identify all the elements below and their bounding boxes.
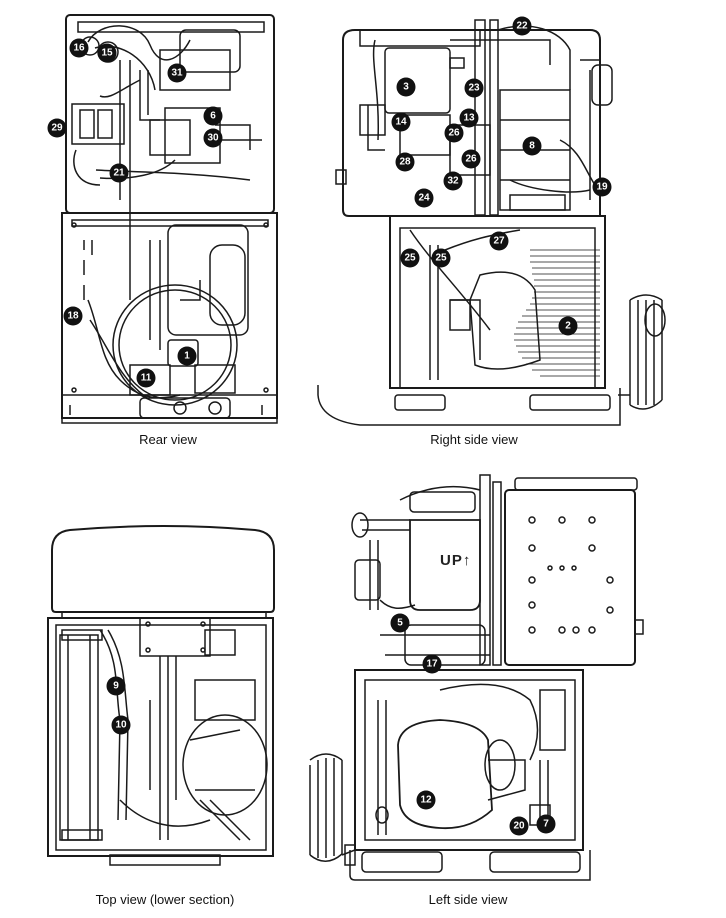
- rear-callout-11: 11: [136, 368, 156, 388]
- rear-callout-6: 6: [203, 106, 223, 126]
- top-callout-9: 9: [106, 676, 126, 696]
- left-callout-20: 20: [509, 816, 529, 836]
- top-view-caption: Top view (lower section): [95, 892, 235, 907]
- right-callout-19: 19: [592, 177, 612, 197]
- rear-callout-1: 1: [177, 346, 197, 366]
- up-decal: UP↑: [440, 552, 472, 569]
- top-view-panel: 9 10 Top view (lower section): [0, 460, 300, 918]
- rear-callout-21: 21: [109, 163, 129, 183]
- right-side-view-panel: 22 3 23 14 13 26 8 28 32 26 19 24 27 25 …: [300, 0, 726, 450]
- right-callout-26a: 26: [444, 123, 464, 143]
- top-callout-10: 10: [111, 715, 131, 735]
- rear-view-drawing: [61, 14, 278, 424]
- right-callout-3: 3: [396, 77, 416, 97]
- rear-callout-18: 18: [63, 306, 83, 326]
- right-callout-32: 32: [443, 171, 463, 191]
- left-callout-5: 5: [390, 613, 410, 633]
- right-callout-13: 13: [459, 108, 479, 128]
- left-callout-7: 7: [536, 814, 556, 834]
- right-callout-22: 22: [512, 16, 532, 36]
- right-callout-24: 24: [414, 188, 434, 208]
- rear-callout-16: 16: [69, 38, 89, 58]
- right-callout-25b: 25: [431, 248, 451, 268]
- right-callout-27: 27: [489, 231, 509, 251]
- rear-callout-29: 29: [47, 118, 67, 138]
- rear-callout-30: 30: [203, 128, 223, 148]
- left-callout-17: 17: [422, 654, 442, 674]
- left-callout-12: 12: [416, 790, 436, 810]
- right-callout-25a: 25: [400, 248, 420, 268]
- rear-view-panel: 16 15 31 6 29 30 21 18 1 11 Rear view: [0, 0, 290, 450]
- left-side-view-caption: Left side view: [428, 892, 508, 907]
- rear-view-caption: Rear view: [139, 432, 197, 447]
- rear-callout-31: 31: [167, 63, 187, 83]
- right-callout-2: 2: [558, 316, 578, 336]
- top-view-drawing: [47, 525, 275, 866]
- right-callout-14: 14: [391, 112, 411, 132]
- rear-callout-15: 15: [97, 43, 117, 63]
- left-side-view-panel: UP↑ 5 17 12 20 7 Left side view: [300, 460, 726, 918]
- right-side-view-drawing: [317, 19, 666, 426]
- right-callout-26b: 26: [461, 149, 481, 169]
- left-side-view-drawing: [309, 474, 644, 881]
- right-side-view-caption: Right side view: [430, 432, 518, 447]
- right-callout-8: 8: [522, 136, 542, 156]
- right-callout-28: 28: [395, 152, 415, 172]
- right-callout-23: 23: [464, 78, 484, 98]
